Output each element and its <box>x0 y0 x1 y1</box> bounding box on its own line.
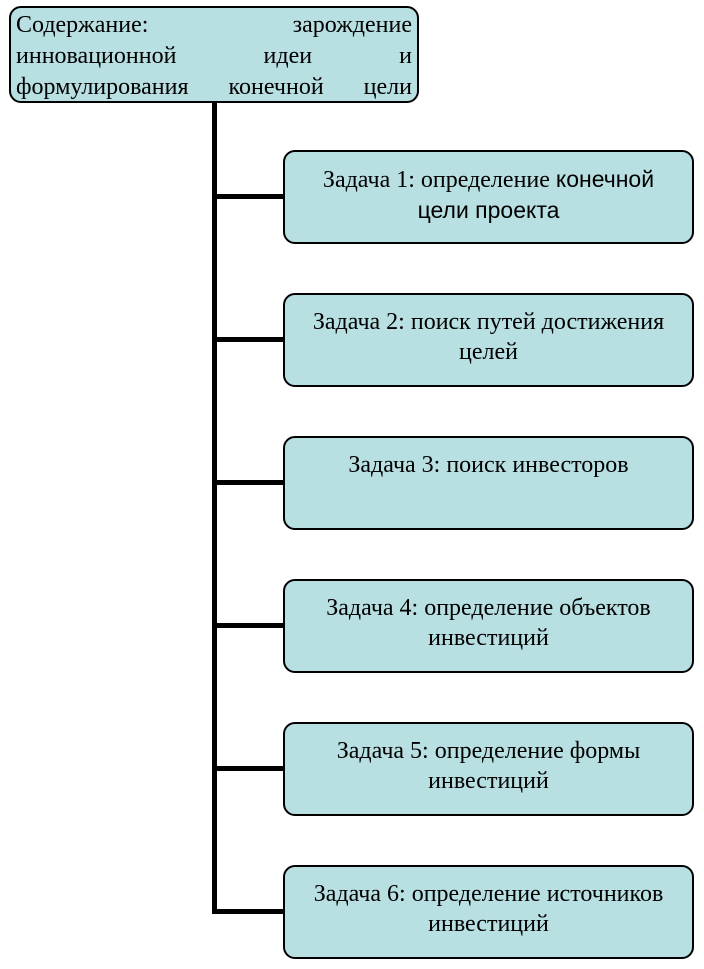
branch-connector-5 <box>212 766 284 771</box>
root-node: Содержание: зарождение инновационной иде… <box>9 6 419 103</box>
branch-connector-1 <box>212 194 284 199</box>
task-node-1-text-sans: конечной цели проекта <box>417 166 655 223</box>
task-node-1-text: Задача 1: определение <box>322 167 556 193</box>
task-node-5: Задача 5: определение формы инвестиций <box>283 722 694 816</box>
task-node-4-text: Задача 4: определение объектов инвестици… <box>326 595 651 651</box>
branch-connector-4 <box>212 623 284 628</box>
branch-connector-3 <box>212 480 284 485</box>
task-node-6-text: Задача 6: определение источников инвести… <box>313 881 664 937</box>
root-node-text: Содержание: зарождение инновационной иде… <box>16 12 412 100</box>
branch-connector-2 <box>212 337 284 342</box>
task-node-4: Задача 4: определение объектов инвестици… <box>283 579 694 673</box>
task-node-3: Задача 3: поиск инвесторов <box>283 436 694 530</box>
task-node-2-text: Задача 2: поиск путей достижения целей <box>312 309 665 365</box>
task-node-3-text: Задача 3: поиск инвесторов <box>348 452 629 478</box>
task-node-2: Задача 2: поиск путей достижения целей <box>283 293 694 387</box>
task-node-5-text: Задача 5: определение формы инвестиций <box>336 738 641 794</box>
task-node-6: Задача 6: определение источников инвести… <box>283 865 694 959</box>
task-node-1: Задача 1: определение конечной цели прое… <box>283 150 694 244</box>
branch-connector-6 <box>212 909 284 914</box>
trunk-connector <box>212 102 217 914</box>
